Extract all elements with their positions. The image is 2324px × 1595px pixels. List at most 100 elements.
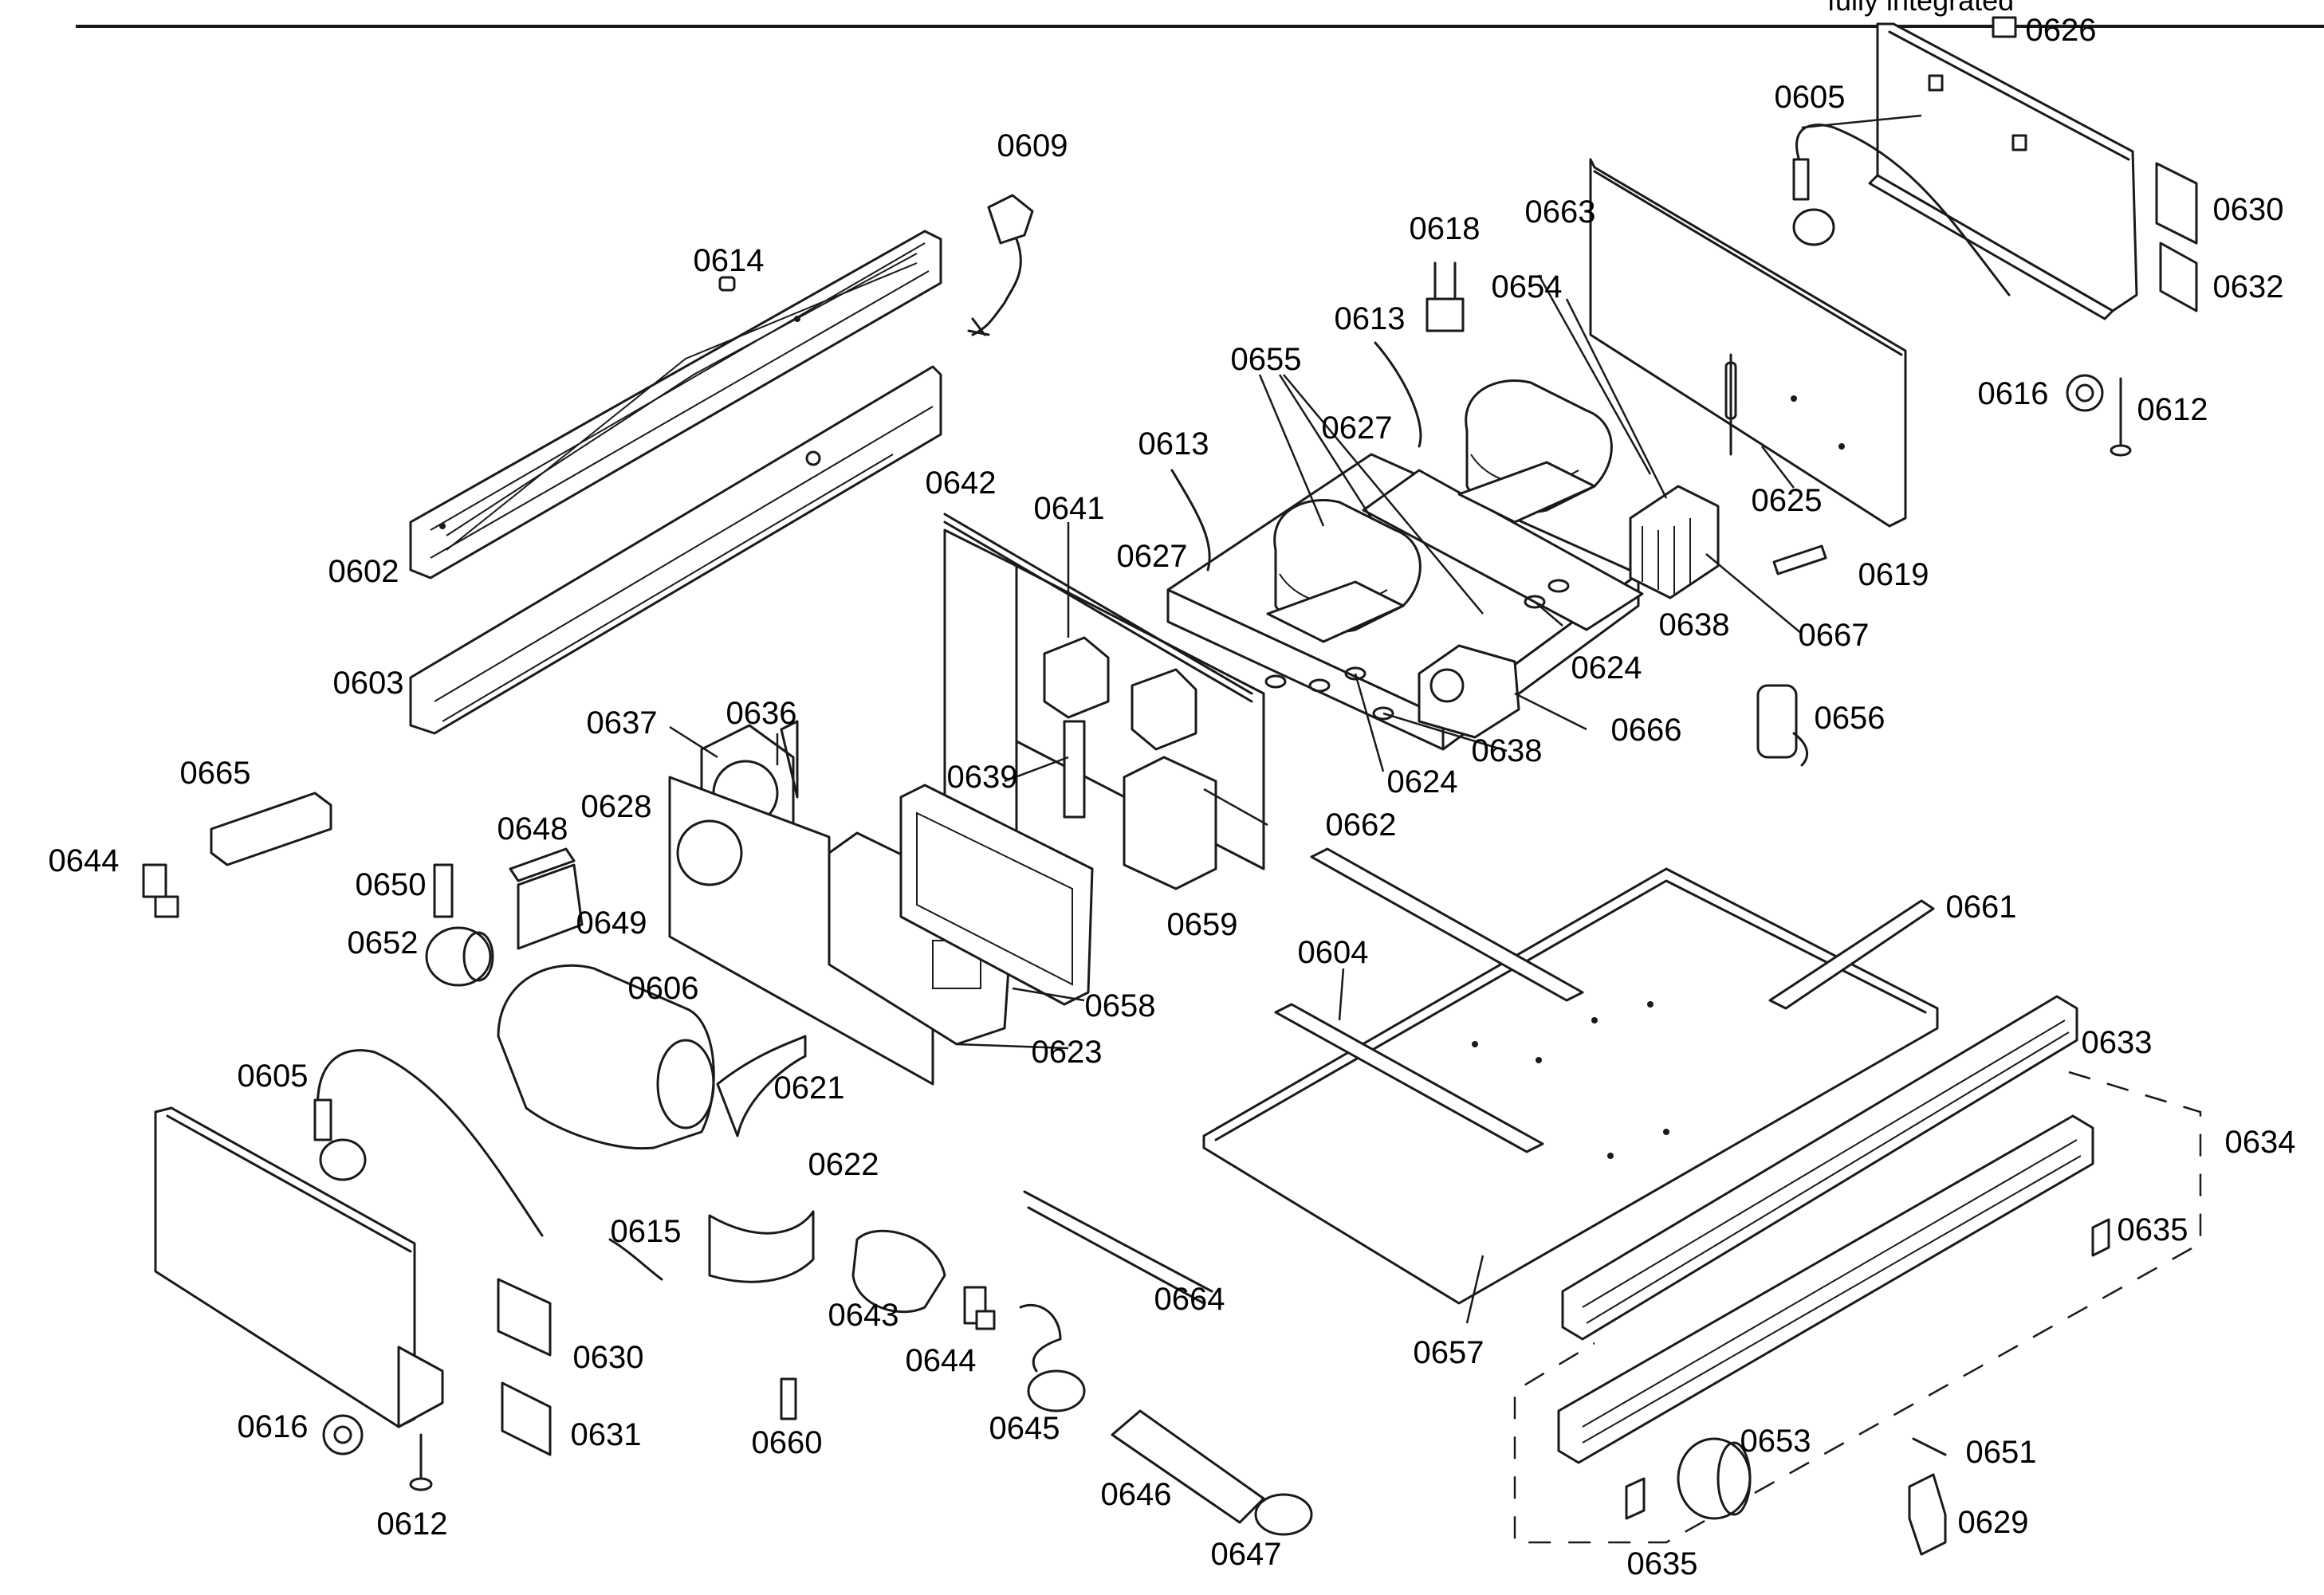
label-0638-upper: 0638 — [1658, 607, 1730, 642]
toe-kick-0633 — [1561, 995, 2078, 1341]
grille-0634 — [1557, 1114, 2094, 1464]
valve-assembly-0605-lower — [313, 1049, 544, 1237]
label-0612-lower: 0612 — [376, 1507, 448, 1542]
label-0615: 0615 — [610, 1214, 682, 1249]
label-0605-lower: 0605 — [237, 1059, 309, 1094]
drain-box-0659 — [1123, 756, 1217, 890]
filter-drier-0625 — [1724, 353, 1737, 456]
label-0627-lower: 0627 — [1116, 539, 1188, 574]
frame-0658 — [899, 784, 1094, 1006]
clip-0648 — [509, 847, 576, 882]
label-0662: 0662 — [1325, 807, 1397, 843]
label-0630-upper: 0630 — [2212, 192, 2284, 227]
label-0652: 0652 — [347, 925, 419, 961]
label-0641: 0641 — [1033, 491, 1105, 526]
label-0653: 0653 — [1740, 1424, 1811, 1459]
bracket-0622 — [708, 1210, 815, 1283]
label-0650: 0650 — [355, 867, 427, 902]
relay-0641 — [1043, 636, 1110, 719]
bracket-0661 — [1768, 899, 1935, 1010]
grommet-0614 — [718, 276, 736, 292]
label-0648: 0648 — [497, 811, 568, 847]
relay-pair-0641b — [1131, 668, 1197, 751]
label-0606: 0606 — [627, 971, 699, 1006]
label-0629: 0629 — [1957, 1505, 2029, 1540]
label-0658: 0658 — [1084, 988, 1156, 1023]
electronics-module-0623 — [828, 831, 1014, 1046]
tube-0613-upper — [1374, 341, 1422, 448]
compressor-0655 — [1266, 499, 1422, 643]
heater-wire-0664 — [1023, 1190, 1213, 1305]
label-0659: 0659 — [1166, 907, 1238, 942]
compressor-0654 — [1457, 379, 1613, 524]
plate-0631 — [501, 1381, 552, 1456]
label-0635-lower: 0635 — [1626, 1546, 1698, 1581]
caster-0616-upper — [2066, 374, 2104, 412]
label-0637: 0637 — [586, 705, 658, 741]
label-0613-upper: 0613 — [1334, 301, 1406, 336]
tube-assembly-0646 — [1111, 1409, 1265, 1524]
label-0609: 0609 — [997, 128, 1068, 163]
label-0639: 0639 — [946, 760, 1018, 795]
pin-0651 — [1912, 1437, 1947, 1456]
label-0624-upper: 0624 — [1571, 650, 1642, 686]
bracket-0649 — [517, 863, 584, 950]
label-0667: 0667 — [1798, 618, 1870, 653]
terminal-strip-0619 — [1772, 544, 1827, 576]
label-0632: 0632 — [2212, 269, 2284, 304]
label-0623: 0623 — [1031, 1035, 1103, 1070]
label-0630-lower: 0630 — [572, 1340, 644, 1375]
label-0612-upper: 0612 — [2137, 392, 2208, 427]
label-0613-lower: 0613 — [1138, 426, 1209, 462]
clip-0635-lower — [1625, 1477, 1646, 1520]
label-0638-lower: 0638 — [1471, 733, 1543, 768]
valve-assembly-0605-upper — [1792, 124, 2011, 297]
capacitor-0656 — [1756, 684, 1809, 767]
grille-0634-bounds — [1513, 1071, 2202, 1544]
plate-0630-upper — [2155, 162, 2198, 245]
caster-0616-lower — [322, 1414, 364, 1456]
plate-0632 — [2159, 242, 2198, 312]
label-0664: 0664 — [1154, 1282, 1225, 1317]
diagram-caption: fully integrated — [1827, 0, 2015, 17]
clip-0615 — [608, 1238, 663, 1281]
rear-panel-0663 — [1589, 158, 1907, 528]
pump-0645 — [1019, 1303, 1086, 1412]
label-0643: 0643 — [828, 1298, 899, 1333]
label-0636: 0636 — [726, 696, 797, 731]
label-0627-upper: 0627 — [1321, 411, 1393, 446]
label-0645: 0645 — [989, 1411, 1060, 1446]
bracket-0650 — [433, 863, 454, 918]
strip-0604-upper — [1310, 847, 1584, 1002]
water-valve-0644-left — [142, 863, 179, 918]
side-panel-upper — [1868, 22, 2138, 320]
label-0621: 0621 — [773, 1071, 845, 1106]
label-0646: 0646 — [1100, 1477, 1172, 1512]
fan-cover-0636 — [780, 720, 799, 799]
label-0647: 0647 — [1210, 1537, 1282, 1572]
label-0626: 0626 — [2025, 13, 2097, 48]
label-0654: 0654 — [1491, 269, 1563, 304]
bracket-0621 — [716, 1035, 807, 1137]
label-0625: 0625 — [1751, 483, 1823, 518]
label-0618: 0618 — [1409, 211, 1481, 246]
label-0635-right: 0635 — [2117, 1212, 2188, 1247]
plate-0630-lower — [497, 1278, 552, 1357]
plate-0629 — [1908, 1473, 1947, 1556]
label-0656: 0656 — [1814, 701, 1886, 736]
label-0603: 0603 — [332, 666, 404, 701]
relay-0618 — [1425, 261, 1465, 332]
relay-box-0667 — [1629, 485, 1720, 599]
clip-0635-right — [2091, 1218, 2110, 1257]
label-0649: 0649 — [576, 906, 647, 941]
label-0624-lower: 0624 — [1386, 764, 1458, 799]
screw-0612-lower — [409, 1433, 433, 1491]
label-0633: 0633 — [2081, 1025, 2153, 1060]
spring-0660 — [780, 1377, 797, 1420]
floor-plate-0657 — [1202, 867, 1939, 1305]
bracket-0665 — [210, 792, 332, 866]
label-0651: 0651 — [1965, 1435, 2037, 1470]
label-0642: 0642 — [925, 466, 997, 501]
